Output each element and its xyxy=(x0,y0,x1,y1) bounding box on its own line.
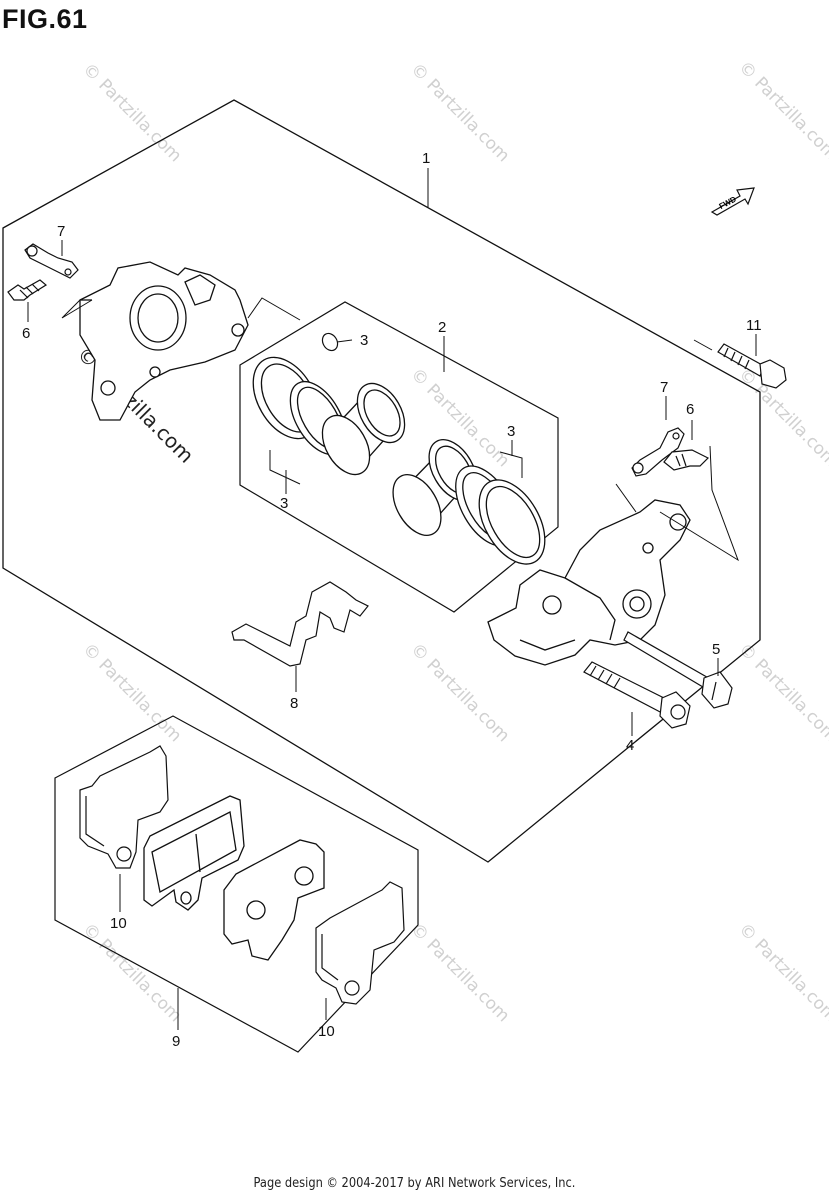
callout-11: 11 xyxy=(746,317,762,334)
fwd-arrow-icon: FWD xyxy=(710,187,755,216)
bracket-lines-3 xyxy=(269,450,523,485)
bleeder-screw-left xyxy=(7,279,48,301)
piston-2 xyxy=(392,439,478,536)
caliper-inner-half xyxy=(487,499,691,666)
callout-6-left: 6 xyxy=(22,325,30,342)
callout-leaders xyxy=(27,168,757,1030)
caliper-outer-half xyxy=(79,261,249,421)
watermark-text: © Partzilla.com xyxy=(734,639,829,746)
bleeder-screw-right xyxy=(663,449,710,471)
callout-10-right: 10 xyxy=(318,1023,335,1040)
brake-pad-left xyxy=(143,795,245,911)
watermark-text: © Partzilla.com xyxy=(78,919,185,1026)
callout-7-left: 7 xyxy=(57,223,65,240)
figure-title: FIG.61 xyxy=(2,4,88,34)
pin-bolt-5 xyxy=(623,631,733,709)
pad-spring xyxy=(231,581,369,667)
callout-6-right: 6 xyxy=(686,401,694,418)
exploded-parts-diagram: © Partzilla.com © Partzilla.com © Partzi… xyxy=(2,57,829,1053)
seal-ring-4 xyxy=(478,479,546,565)
dowel-pin xyxy=(321,332,339,352)
callout-numbers: 1 2 3 3 3 4 5 6 6 7 7 8 9 10 10 11 xyxy=(22,150,762,1050)
watermark-text: © Partzilla.com xyxy=(734,919,829,1026)
outer-half-connector xyxy=(247,297,301,321)
callout-3-seal-right: 3 xyxy=(507,423,515,440)
watermark-text: © Partzilla.com xyxy=(406,919,513,1026)
watermark-text: © Partzilla.com xyxy=(734,57,829,164)
pad-set-outline xyxy=(54,715,419,1053)
callout-9: 9 xyxy=(172,1033,180,1050)
page-footer: Page design © 2004-2017 by ARI Network S… xyxy=(253,1176,576,1191)
callout-1: 1 xyxy=(422,150,430,167)
bolt-11-leader xyxy=(693,339,713,351)
watermark-text: © Partzilla.com xyxy=(78,59,185,166)
piston-1 xyxy=(321,382,406,476)
callout-5: 5 xyxy=(712,641,720,658)
pad-shim-right xyxy=(315,881,405,1005)
callout-8: 8 xyxy=(290,695,298,712)
pad-shim-left xyxy=(79,745,169,869)
callout-10-left: 10 xyxy=(110,915,127,932)
watermark-text: © Partzilla.com xyxy=(406,639,513,746)
callout-7-right: 7 xyxy=(660,379,668,396)
callout-3-dowel: 3 xyxy=(360,332,368,349)
callout-2: 2 xyxy=(438,319,446,336)
callout-3-seal-left: 3 xyxy=(280,495,288,512)
bleeder-cap-left xyxy=(24,243,79,279)
mounting-bolt-11 xyxy=(717,343,787,389)
watermark-text: © Partzilla.com xyxy=(78,639,185,746)
callout-4: 4 xyxy=(626,737,634,754)
piston-kit-outline xyxy=(239,301,559,613)
bleeder-cap-right xyxy=(631,427,685,477)
pin-bolt-4 xyxy=(583,661,691,729)
assembly-outline xyxy=(2,99,761,863)
bleeder-leader-right xyxy=(615,445,739,562)
brake-pad-right xyxy=(223,839,325,961)
bleeder-leader-left xyxy=(61,299,93,319)
